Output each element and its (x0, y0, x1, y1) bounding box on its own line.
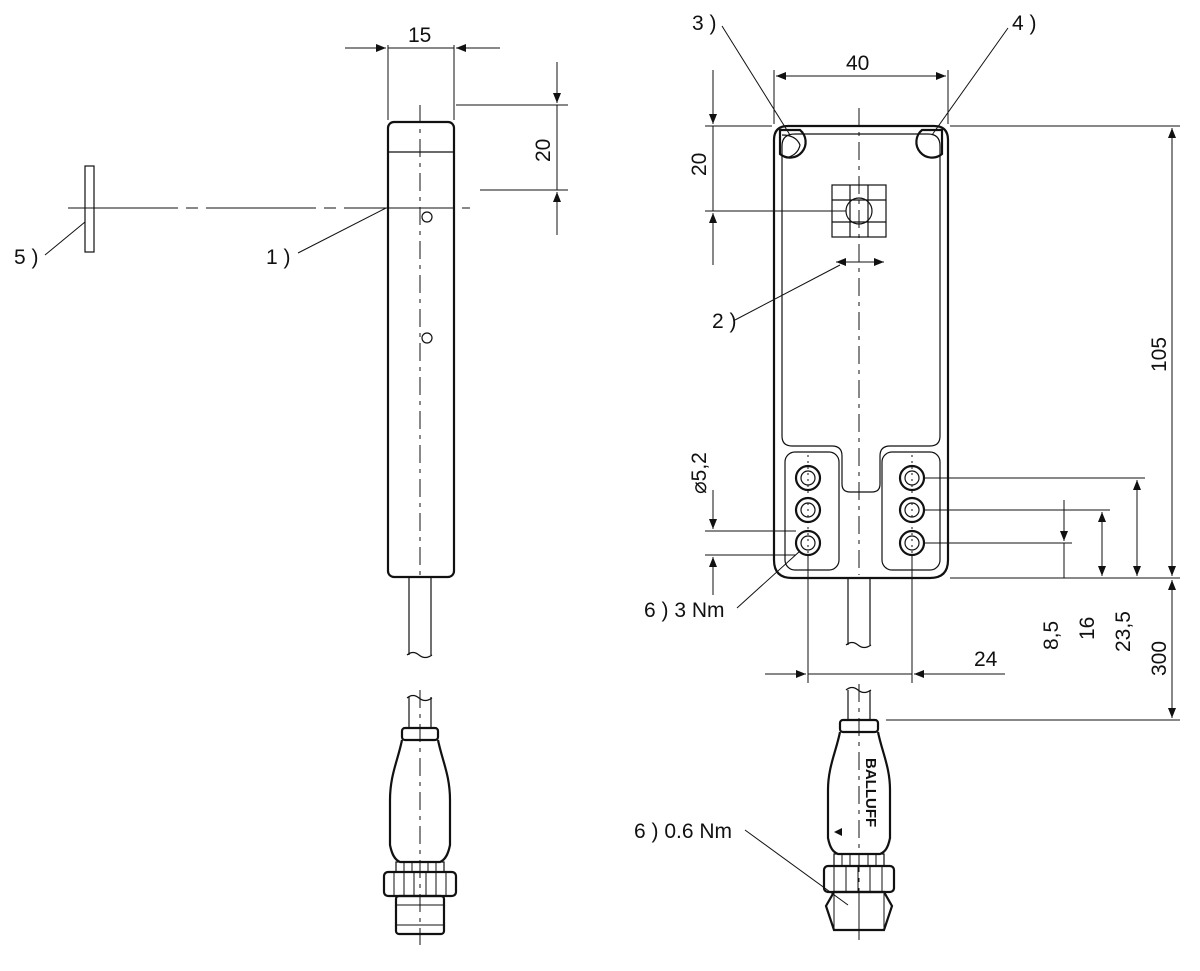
dim-hole-diameter: ⌀5,2 (688, 452, 711, 494)
front-connector: BALLUFF (822, 684, 896, 940)
connector-brand: BALLUFF (862, 758, 879, 827)
callout-6a: 6 ) 3 Nm (644, 599, 725, 622)
dim-hole-spacing-1: 8,5 (1040, 621, 1063, 650)
dim-cable-length: 300 (1148, 641, 1171, 676)
side-hole-2 (421, 332, 433, 344)
front-view: BALLUFF (705, 25, 1180, 940)
front-sensor-body (772, 124, 950, 580)
callout-4: 4 ) (1012, 12, 1037, 35)
dim-front-height: 105 (1148, 337, 1171, 372)
reflector-target (84, 165, 95, 253)
dim-hole-spacing-2: 16 (1076, 617, 1099, 640)
callout-6b: 6 ) 0.6 Nm (634, 820, 732, 843)
dim-front-top: 20 (688, 153, 711, 176)
callout-5: 5 ) (14, 246, 39, 269)
side-connector (382, 690, 458, 945)
callout-2: 2 ) (712, 310, 737, 333)
dim-side-width: 15 (408, 24, 431, 47)
callout-1: 1 ) (266, 246, 291, 269)
callout-3: 3 ) (692, 12, 717, 35)
mounting-holes (784, 451, 941, 571)
side-sensor-body (386, 120, 456, 579)
side-hole-1 (421, 211, 433, 223)
dim-hole-offset: 24 (974, 648, 998, 671)
dim-side-height: 20 (532, 139, 555, 162)
dim-front-width: 40 (846, 52, 869, 75)
side-view (44, 44, 568, 945)
dim-hole-spacing-3: 23,5 (1112, 611, 1135, 652)
